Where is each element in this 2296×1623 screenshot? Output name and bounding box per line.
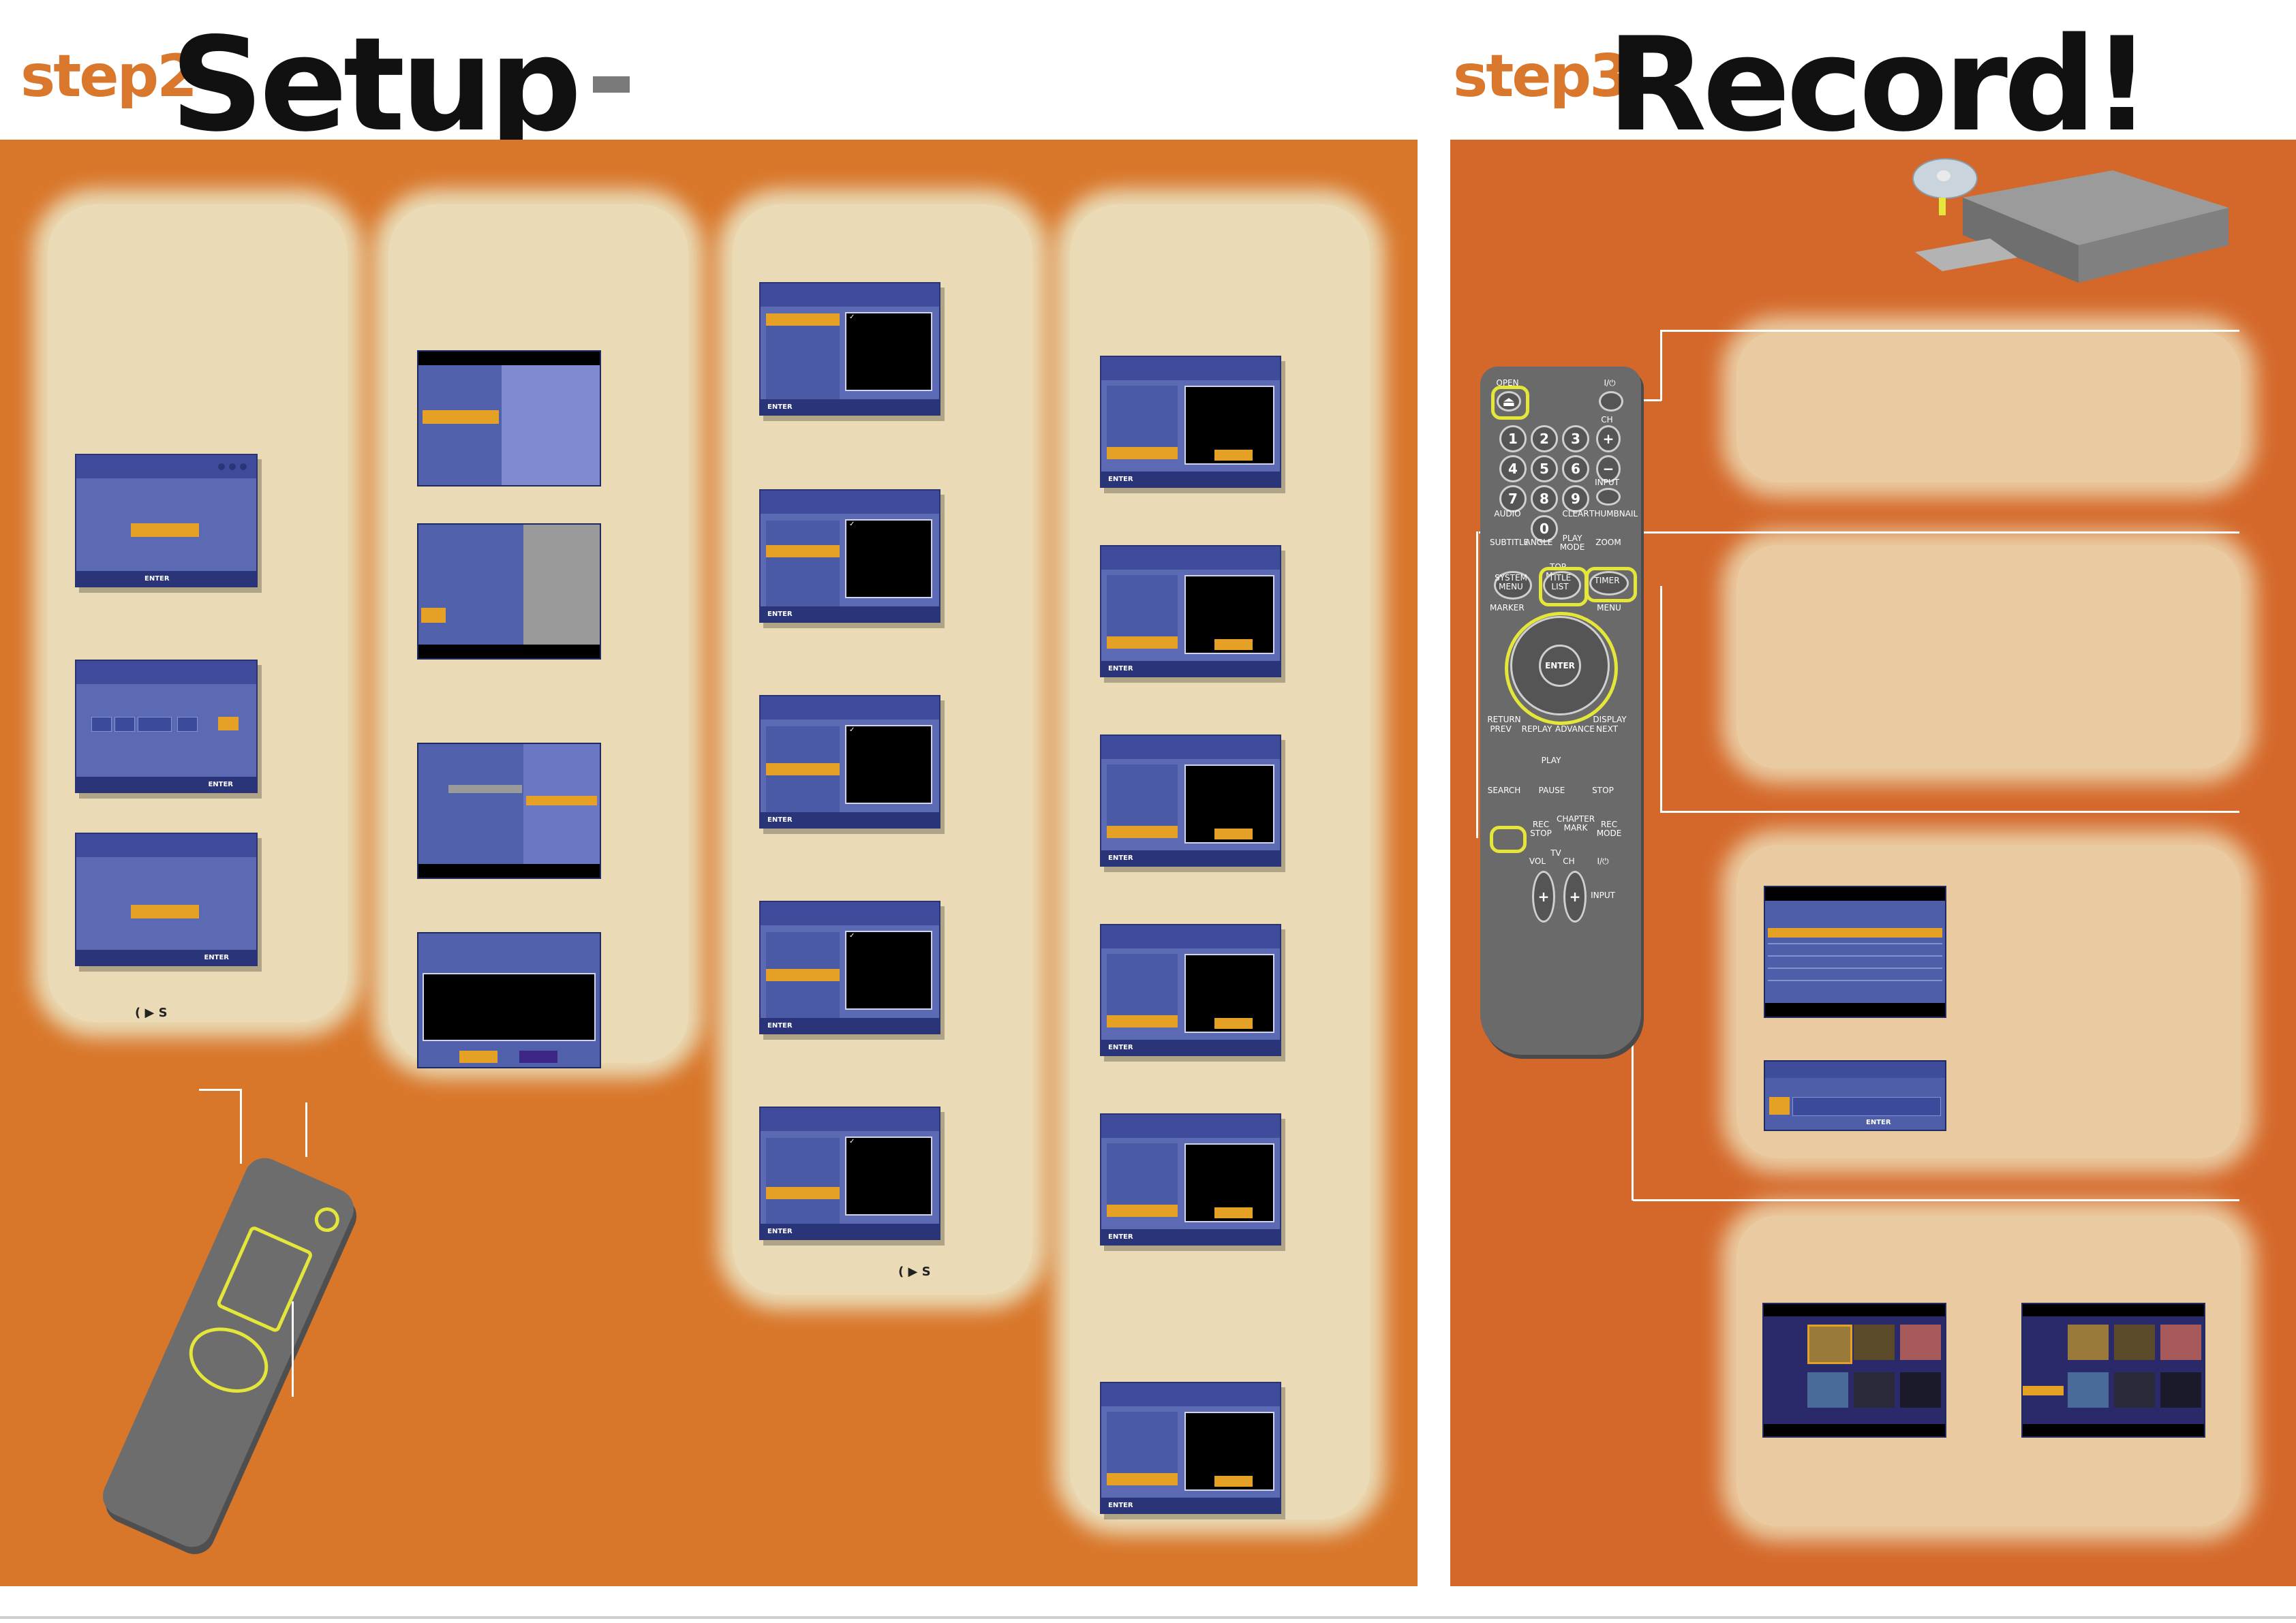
power-label: I/⏻	[1604, 378, 1616, 388]
number-5-button[interactable]: 5	[1531, 455, 1558, 482]
setting-screen-3: ENTER	[1100, 735, 1281, 867]
recorder-illustration	[1908, 170, 2235, 307]
step2-label: step2	[20, 42, 198, 110]
check-mark: ✓	[849, 726, 855, 734]
check-mark: ✓	[849, 1138, 855, 1145]
ch-down-button[interactable]: −	[1596, 455, 1621, 482]
subtitle-label: SUBTITLE	[1490, 538, 1529, 547]
setting-screen-6: ENTER	[1100, 1382, 1281, 1514]
chapter-mark-label: CHAPTER MARK	[1556, 814, 1595, 833]
tv-ch-button[interactable]: +	[1563, 871, 1587, 923]
setting-screen-5: ENTER	[1100, 1113, 1281, 1246]
timer-screen: ENTER	[1764, 1060, 1946, 1131]
timer-button[interactable]	[1589, 571, 1629, 596]
callout-ring-1	[1491, 386, 1529, 420]
menu-screen-4	[417, 932, 601, 1068]
see-reference-left: ( ▶ S	[135, 1006, 168, 1020]
clear-label: CLEAR	[1562, 509, 1589, 519]
wizard-screen-5: ✓ENTER	[759, 1107, 940, 1240]
display-label: DISPLAY	[1593, 715, 1627, 724]
step3-label: step3	[1453, 42, 1630, 110]
system-menu-label: SYSTEM MENU	[1495, 573, 1527, 591]
power-button[interactable]	[1599, 391, 1623, 412]
setup-screen-language: ENTER	[75, 454, 258, 587]
callout-ring-3	[1585, 567, 1637, 602]
advance-label: ADVANCE	[1555, 724, 1595, 734]
see-reference-mid: ( ▶ S	[898, 1265, 931, 1279]
footer-rule	[0, 1616, 2296, 1619]
number-2-button[interactable]: 2	[1531, 425, 1558, 452]
title-list-label: TITLE LIST	[1548, 573, 1572, 591]
wizard-screen-1: ✓ENTER	[759, 282, 940, 416]
menu-screen-1	[417, 350, 601, 486]
number-3-button[interactable]: 3	[1562, 425, 1589, 452]
callout-ring-2	[1539, 567, 1588, 606]
marker-label: MARKER	[1490, 603, 1525, 613]
rec-stop-label: REC STOP	[1530, 820, 1552, 838]
setting-screen-4: ENTER	[1100, 924, 1281, 1056]
tv-label: TV	[1550, 848, 1561, 858]
setup-screen-confirm: ENTER	[75, 833, 258, 966]
record-card-2	[1736, 545, 2241, 769]
vol-button[interactable]: +	[1532, 871, 1555, 923]
open-label: OPEN	[1496, 378, 1519, 388]
system-menu-button[interactable]	[1494, 571, 1532, 600]
check-mark: ✓	[849, 313, 855, 321]
setup-screen-clock: ENTER	[75, 660, 258, 793]
tv-ch-label: CH	[1563, 856, 1575, 866]
record-card-1	[1736, 331, 2241, 482]
menu-screen-3	[417, 743, 601, 879]
number-4-button[interactable]: 4	[1499, 455, 1527, 482]
return-label: RETURN	[1487, 715, 1521, 724]
menu-screen-2	[417, 523, 601, 660]
number-7-button[interactable]: 7	[1499, 485, 1527, 512]
number-8-button[interactable]: 8	[1531, 485, 1558, 512]
number-0-button[interactable]: 0	[1531, 515, 1558, 542]
ch-up-button[interactable]: +	[1596, 425, 1621, 452]
wizard-screen-3: ✓ENTER	[759, 695, 940, 829]
title-list-button[interactable]	[1543, 571, 1581, 600]
next-label: NEXT	[1596, 724, 1618, 734]
check-mark: ✓	[849, 521, 855, 528]
callout-ring-4	[1505, 612, 1618, 725]
angle-label: ANGLE	[1525, 538, 1553, 547]
setting-screen-1: ENTER	[1100, 356, 1281, 488]
wizard-screen-2: ✓ENTER	[759, 489, 940, 623]
input-button[interactable]	[1596, 488, 1621, 506]
wizard-screen-4: ✓ENTER	[759, 901, 940, 1034]
audio-label: AUDIO	[1494, 509, 1521, 519]
open-button[interactable]: ⏏	[1497, 391, 1521, 412]
step3-title: Record!	[1607, 10, 2152, 160]
thumbnail-screen-2	[2021, 1303, 2205, 1438]
callout-ring-5	[1490, 826, 1527, 853]
header-dash	[593, 76, 630, 93]
number-9-button[interactable]: 9	[1562, 485, 1589, 512]
search-label: SEARCH	[1487, 786, 1521, 795]
setting-screen-2: ENTER	[1100, 545, 1281, 677]
zoom-label: ZOOM	[1595, 538, 1621, 547]
stop-label: STOP	[1592, 786, 1614, 795]
replay-label: REPLAY	[1521, 724, 1552, 734]
check-mark: ✓	[849, 932, 855, 940]
timer-label: TIMER	[1594, 576, 1620, 585]
menu-label: MENU	[1597, 603, 1621, 613]
number-6-button[interactable]: 6	[1562, 455, 1589, 482]
tv-input-label: INPUT	[1591, 891, 1615, 900]
rec-mode-label: REC MODE	[1596, 820, 1622, 838]
play-label: PLAY	[1541, 756, 1561, 765]
step2-title: Setup	[170, 10, 582, 160]
pause-label: PAUSE	[1538, 786, 1565, 795]
ch-label: CH	[1601, 415, 1613, 424]
vol-label: VOL	[1529, 856, 1546, 866]
number-1-button[interactable]: 1	[1499, 425, 1527, 452]
prev-label: PREV	[1490, 724, 1512, 734]
input-label: INPUT	[1595, 478, 1619, 487]
arrow-down-icon	[1939, 198, 1946, 215]
tv-power-label: I/⏻	[1597, 856, 1609, 866]
play-mode-label: PLAY MODE	[1559, 534, 1585, 552]
thumbnail-screen-1	[1762, 1303, 1946, 1438]
thumbnail-label: THUMBNAIL	[1589, 509, 1638, 519]
title-list-screen	[1764, 886, 1946, 1018]
